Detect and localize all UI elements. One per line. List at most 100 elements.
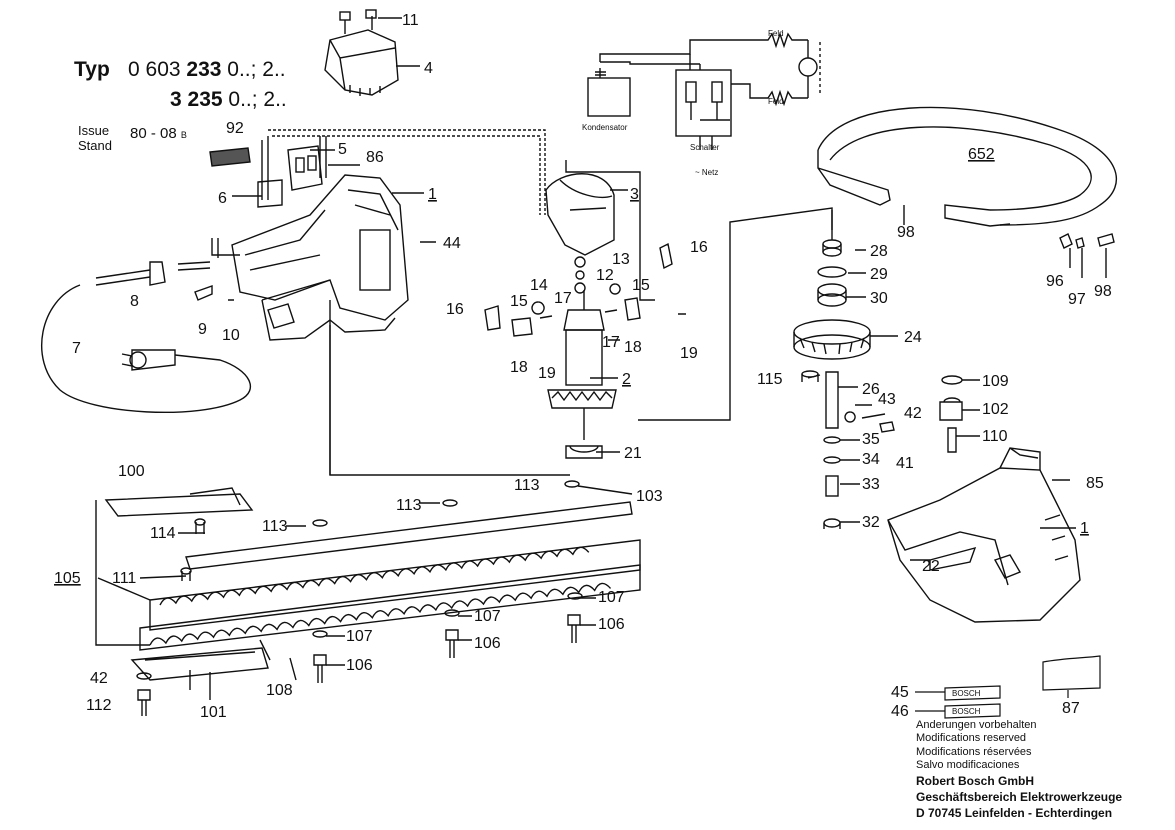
part-652-bow-handle (817, 106, 1117, 249)
label-105: 105 (54, 570, 81, 587)
label-15-left: 15 (510, 293, 528, 310)
label-8: 8 (130, 293, 139, 310)
label-35: 35 (862, 431, 880, 448)
label-16-right: 16 (690, 239, 708, 256)
schematic-netz: ~ Netz (695, 168, 718, 177)
label-15-right: 15 (632, 277, 650, 294)
footer-notice: Anderungen vorbehalten Modifications res… (916, 719, 1122, 821)
label-110: 110 (982, 428, 1008, 445)
label-12: 12 (596, 267, 614, 284)
label-87: 87 (1062, 700, 1080, 717)
label-85: 85 (1086, 475, 1104, 492)
label-102: 102 (982, 401, 1009, 418)
footer-line-4: Salvo modificaciones (916, 759, 1020, 772)
label-98-right: 98 (1094, 283, 1112, 300)
part-7-cable (40, 261, 252, 414)
label-107-left: 107 (346, 628, 373, 645)
label-10: 10 (222, 327, 240, 344)
label-42-right: 42 (904, 405, 922, 422)
schematic-feld-bottom: Feld (768, 97, 784, 106)
label-107-right: 107 (598, 589, 625, 606)
schematic-schalter: Schalter (690, 143, 720, 152)
label-652: 652 (968, 146, 995, 163)
footer-line-1: Anderungen vorbehalten (916, 719, 1037, 731)
footer-address: D 70745 Leinfelden - Echterdingen (916, 805, 1113, 820)
label-42-left: 42 (90, 670, 108, 687)
type-number-line-1: 0 603 233 0..; 2.. (128, 58, 286, 81)
label-17-left: 17 (554, 290, 572, 307)
label-45: 45 (891, 684, 909, 701)
label-6: 6 (218, 190, 227, 207)
label-106-left: 106 (346, 657, 373, 674)
label-19-left: 19 (538, 365, 556, 382)
label-1-housing: 1 (428, 186, 437, 203)
label-28: 28 (870, 243, 888, 260)
label-96: 96 (1046, 273, 1064, 290)
label-30: 30 (870, 290, 888, 307)
label-14: 14 (530, 277, 548, 294)
label-109: 109 (982, 373, 1009, 390)
label-41: 41 (896, 455, 914, 472)
label-113-mid: 113 (396, 497, 422, 514)
part-1-gear-housing (887, 447, 1081, 623)
label-108: 108 (266, 682, 293, 699)
label-16-left: 16 (446, 301, 464, 318)
schematic-feld-top: Feld (768, 29, 784, 38)
label-86: 86 (366, 149, 384, 166)
part-4-motor-cap (324, 9, 399, 96)
label-113-left: 113 (262, 518, 288, 535)
label-106-mid: 106 (474, 635, 501, 652)
label-21: 21 (624, 445, 642, 462)
label-9: 9 (198, 321, 207, 338)
label-7: 7 (72, 340, 81, 357)
footer-company: Robert Bosch GmbH (916, 773, 1035, 788)
label-92: 92 (226, 120, 244, 137)
label-34: 34 (862, 451, 880, 468)
label-98-top: 98 (897, 224, 915, 241)
bosch-logo-45: BOSCH (952, 689, 981, 698)
part-labels: 11 4 92 5 86 6 1 3 44 652 98 16 16 13 12… (54, 12, 1112, 721)
part-2-armature (547, 256, 617, 459)
part-3-field (545, 160, 655, 301)
label-2: 2 (622, 371, 631, 388)
label-46: 46 (891, 703, 909, 720)
footer-line-3: Modifications réservées (916, 745, 1032, 758)
label-107-mid: 107 (474, 608, 501, 625)
label-101: 101 (200, 704, 227, 721)
label-115: 115 (757, 371, 783, 388)
issue-date: 80 - 08 B (130, 125, 187, 142)
label-11: 11 (402, 12, 419, 29)
label-26: 26 (862, 381, 880, 398)
wiring-schematic (587, 31, 821, 150)
type-label: Typ (74, 58, 110, 81)
label-111: 111 (112, 570, 136, 587)
part-5-switch (209, 145, 323, 208)
label-1-gearbox: 1 (1080, 520, 1089, 537)
label-32: 32 (862, 514, 880, 531)
label-4: 4 (424, 60, 433, 77)
label-3: 3 (630, 186, 639, 203)
footer-division: Geschäftsbereich Elektrowerkzeuge (916, 789, 1123, 804)
label-18-right: 18 (624, 339, 642, 356)
label-22: 22 (922, 558, 940, 575)
label-44: 44 (443, 235, 461, 252)
type-number-line-2: 3 235 0..; 2.. (170, 88, 287, 111)
label-17-right: 17 (602, 334, 620, 351)
bosch-logo-46: BOSCH (952, 707, 981, 716)
label-43: 43 (878, 391, 896, 408)
schematic-kondensator: Kondensator (582, 123, 628, 132)
label-plates (944, 655, 1101, 719)
label-112: 112 (86, 697, 112, 714)
label-29: 29 (870, 266, 888, 283)
fasteners (136, 480, 583, 716)
label-33: 33 (862, 476, 880, 493)
label-113-right: 113 (514, 477, 540, 494)
label-100: 100 (118, 463, 145, 480)
label-5: 5 (338, 141, 347, 158)
label-103: 103 (636, 488, 663, 505)
label-18-left: 18 (510, 359, 528, 376)
footer-line-2: Modifications reserved (916, 732, 1027, 745)
label-19-right: 19 (680, 345, 698, 362)
